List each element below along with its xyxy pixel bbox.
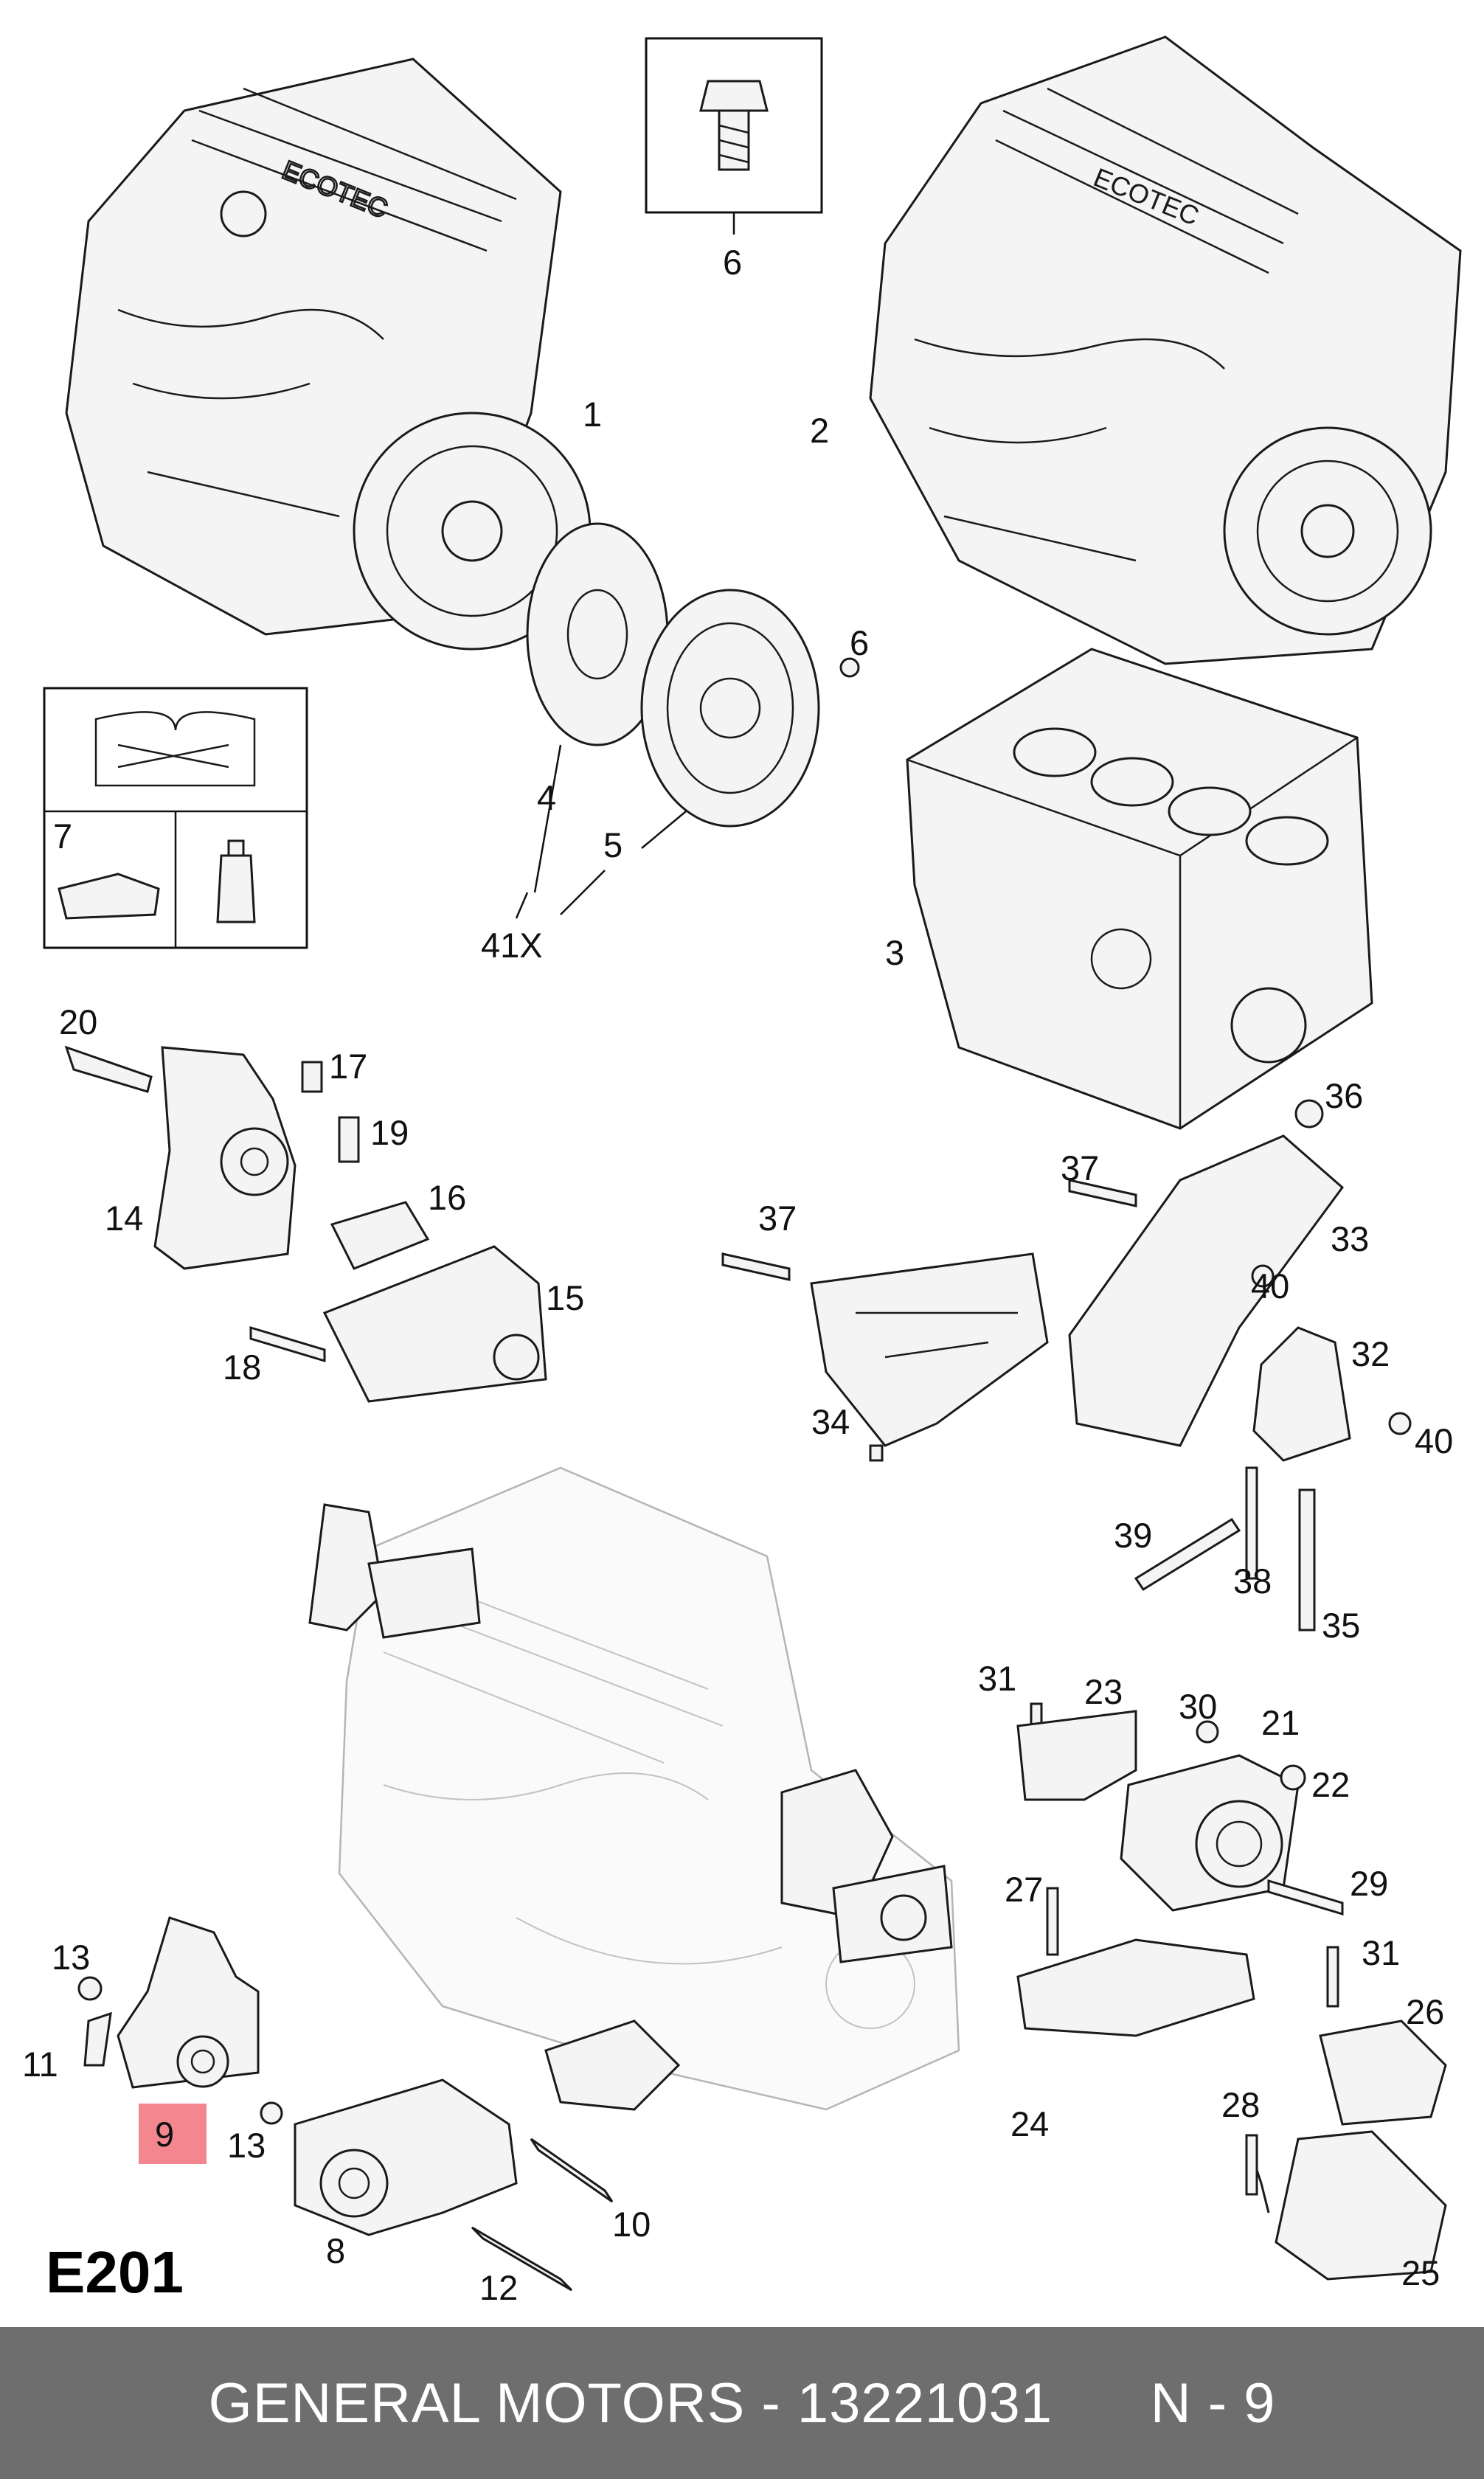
callout-13-top[interactable]: 13: [52, 1938, 90, 1977]
callout-25[interactable]: 25: [1401, 2253, 1440, 2292]
footer-position: N - 9: [1150, 2371, 1276, 2435]
callout-15[interactable]: 15: [546, 1278, 584, 1317]
callout-22[interactable]: 22: [1311, 1765, 1350, 1804]
callout-18[interactable]: 18: [223, 1348, 261, 1387]
engine-assembly-1: ECOTEC: [65, 58, 592, 651]
callout-40-top[interactable]: 40: [1251, 1266, 1289, 1306]
callout-37-right[interactable]: 37: [1061, 1148, 1099, 1188]
clutch-parts: [515, 522, 860, 919]
mount-group-left: [64, 1045, 547, 1403]
callout-40-right[interactable]: 40: [1415, 1421, 1453, 1460]
callout-8[interactable]: 8: [326, 2231, 345, 2270]
highlight-box: [139, 2104, 207, 2164]
parts-diagram: ECOTEC ECOTEC: [22, 35, 1462, 2307]
footer-gap: [1053, 2372, 1151, 2435]
callout-26[interactable]: 26: [1406, 1992, 1444, 2031]
footer-separator: -: [745, 2371, 797, 2435]
engine-block-3: [906, 648, 1373, 1130]
callout-31-top[interactable]: 31: [978, 1659, 1016, 1698]
section-code: E201: [46, 2239, 184, 2305]
callout-24[interactable]: 24: [1010, 2104, 1049, 2143]
callout-31-bottom[interactable]: 31: [1362, 1933, 1400, 1972]
callout-23[interactable]: 23: [1084, 1672, 1123, 1711]
callout-19[interactable]: 19: [370, 1113, 409, 1152]
callout-1[interactable]: 1: [583, 395, 602, 434]
callout-11[interactable]: 11: [22, 2045, 58, 2084]
callout-37-center[interactable]: 37: [758, 1199, 797, 1238]
callout-17[interactable]: 17: [329, 1047, 367, 1086]
service-info-box: [43, 687, 308, 949]
callout-27[interactable]: 27: [1005, 1870, 1043, 1909]
bolt-6-box: [645, 37, 823, 235]
callout-12[interactable]: 12: [479, 2268, 518, 2307]
callout-29[interactable]: 29: [1350, 1864, 1388, 1903]
footer-bar: GENERAL MOTORS - 13221031 N - 9: [0, 2327, 1484, 2479]
callout-39[interactable]: 39: [1114, 1516, 1152, 1555]
callout-16[interactable]: 16: [428, 1178, 466, 1217]
callout-32[interactable]: 32: [1351, 1334, 1390, 1373]
footer-part-number: 13221031: [797, 2371, 1053, 2435]
callout-34[interactable]: 34: [811, 1402, 850, 1441]
callout-labels: 1 2 3 4 5 6 6 7 8 9 10 11 12 13 13 14 15…: [22, 243, 1453, 2307]
engine-gearbox-ghost: [308, 1466, 960, 2111]
callout-21[interactable]: 21: [1261, 1703, 1300, 1742]
callout-10[interactable]: 10: [612, 2205, 651, 2244]
callout-38[interactable]: 38: [1233, 1561, 1272, 1601]
callout-7[interactable]: 7: [53, 816, 72, 856]
callout-35[interactable]: 35: [1322, 1606, 1360, 1645]
footer-brand: GENERAL MOTORS: [208, 2371, 746, 2435]
callout-5[interactable]: 5: [603, 825, 623, 864]
callout-6-top[interactable]: 6: [723, 243, 742, 282]
callout-30[interactable]: 30: [1179, 1687, 1217, 1726]
callout-9[interactable]: 9: [155, 2115, 174, 2154]
callout-3[interactable]: 3: [885, 933, 904, 972]
footer-text: GENERAL MOTORS - 13221031 N - 9: [209, 2371, 1276, 2435]
mount-group-right: [721, 1099, 1412, 1632]
mount-group-lower-right: [1016, 1702, 1447, 2281]
callout-36[interactable]: 36: [1325, 1076, 1363, 1115]
callout-14[interactable]: 14: [105, 1199, 143, 1238]
callout-4[interactable]: 4: [537, 778, 556, 817]
callout-13-bottom[interactable]: 13: [227, 2126, 266, 2165]
callout-41x[interactable]: 41X: [481, 926, 543, 965]
engine-assembly-2: ECOTEC: [869, 35, 1462, 665]
callout-6-clutch[interactable]: 6: [850, 623, 869, 662]
callout-33[interactable]: 33: [1331, 1219, 1369, 1258]
callout-20[interactable]: 20: [59, 1002, 97, 1041]
callout-28[interactable]: 28: [1221, 2085, 1260, 2124]
callout-2[interactable]: 2: [810, 411, 829, 450]
mount-group-lower-left: [77, 1916, 614, 2292]
